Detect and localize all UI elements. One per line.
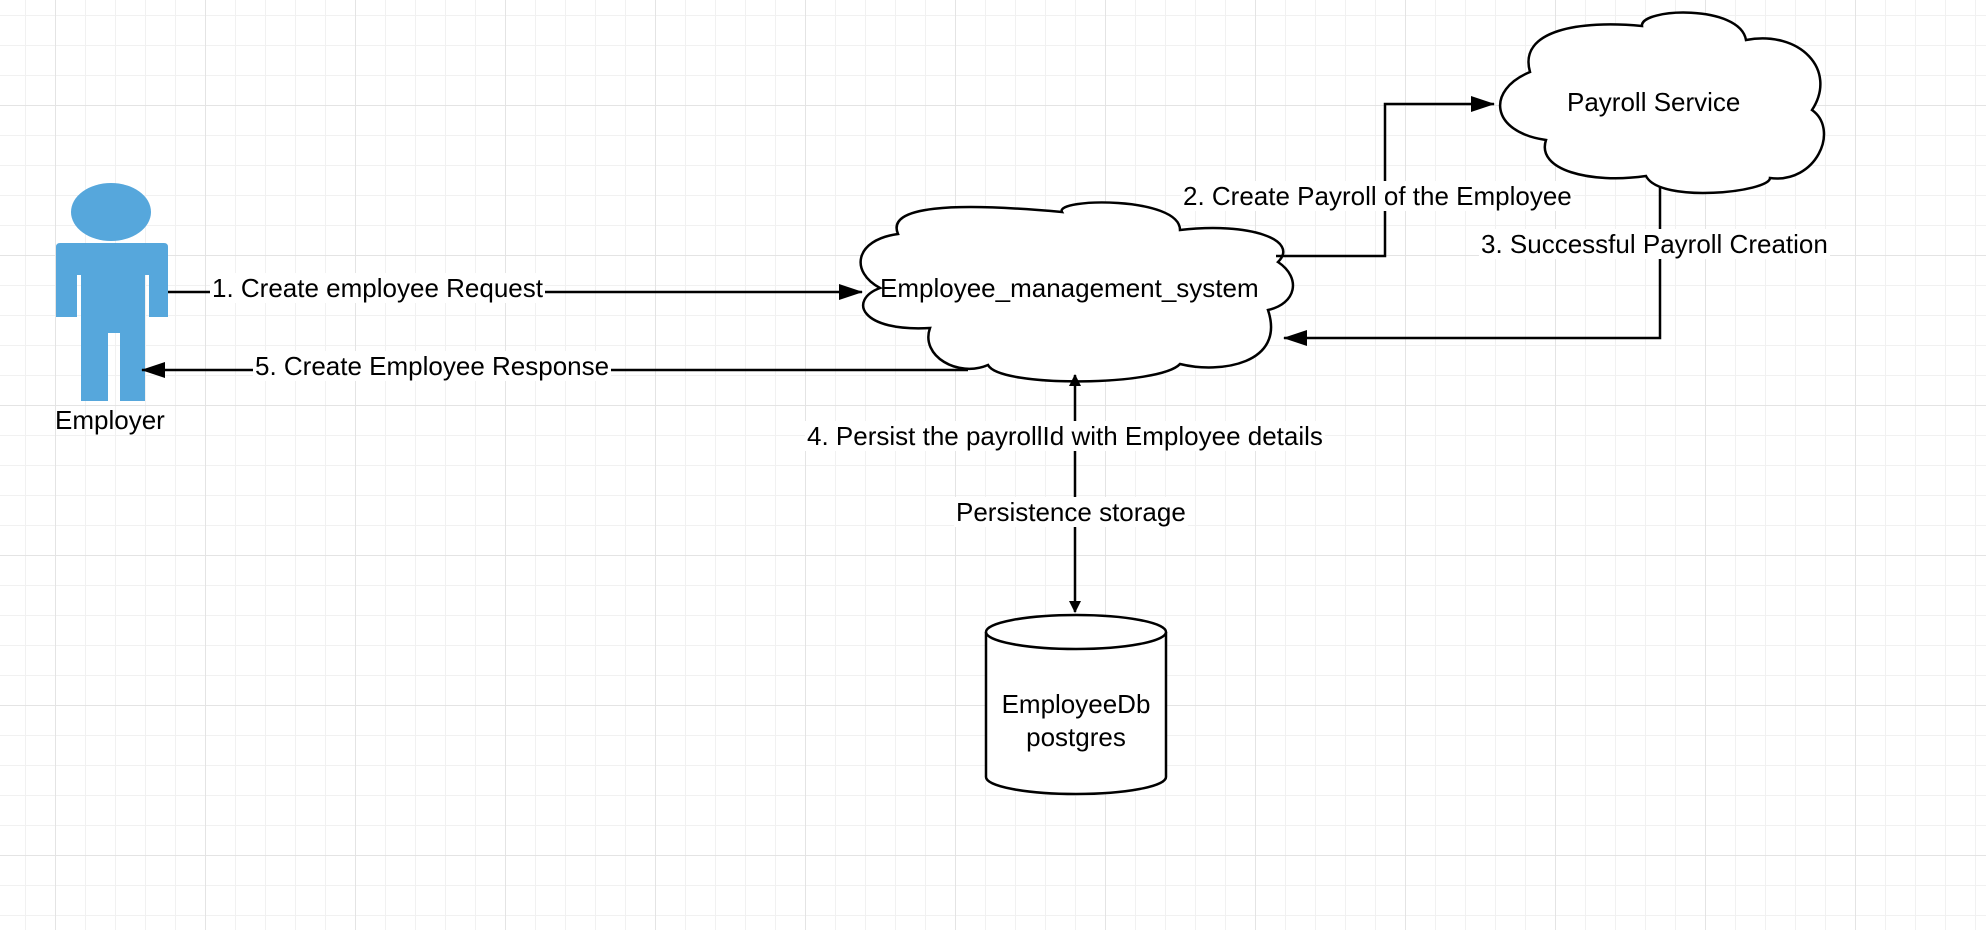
payroll-service-label: Payroll Service [1567, 87, 1741, 117]
employee-system-label: Employee_management_system [880, 273, 1259, 303]
edge-label-persistence-storage: Persistence storage [954, 497, 1188, 527]
employee-db-label: EmployeeDb [1001, 689, 1151, 719]
edge-label-create-request: 1. Create employee Request [210, 273, 545, 303]
database-cylinder[interactable] [984, 613, 1168, 796]
employee-system-cloud[interactable] [859, 201, 1295, 383]
edge-label-persist-payroll: 4. Persist the payrollId with Employee d… [805, 421, 1325, 451]
edge-label-create-response: 5. Create Employee Response [253, 351, 612, 381]
edge-create-payroll[interactable] [1276, 96, 1495, 258]
employee-db-engine-label: postgres [1026, 722, 1126, 752]
person-icon[interactable] [56, 183, 168, 401]
edge-label-payroll-success: 3. Successful Payroll Creation [1479, 229, 1830, 259]
edge-label-create-payroll: 2. Create Payroll of the Employee [1181, 181, 1574, 211]
employer-label: Employer [55, 405, 165, 435]
actor-head [71, 183, 151, 241]
actor-body [56, 243, 168, 401]
